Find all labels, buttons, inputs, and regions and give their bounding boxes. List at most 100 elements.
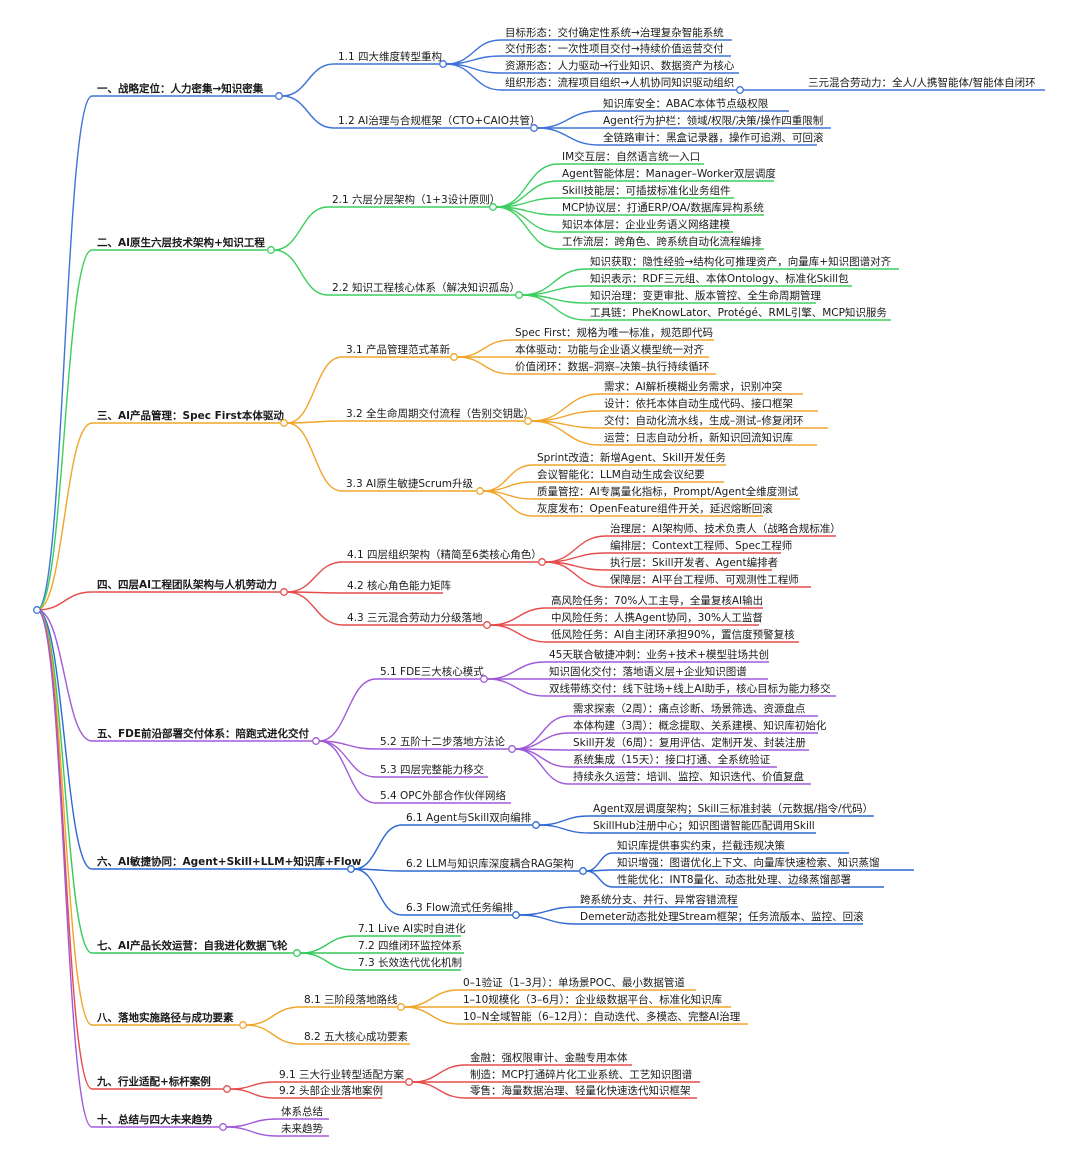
topic-6-2-node-dot[interactable] xyxy=(579,867,587,875)
topic-10-2: 未来趋势 xyxy=(281,1122,323,1135)
link-topic-6-2-to-3 xyxy=(585,870,614,888)
item-1-2-2: Agent行为护栏：领域/权限/决策/操作四重限制 xyxy=(603,114,823,127)
topic-9-1-node-dot[interactable] xyxy=(405,1078,413,1086)
topic-2-2-node-dot[interactable] xyxy=(515,291,523,299)
section-1-node-dot[interactable] xyxy=(275,92,283,100)
link-topic-3-2-to-1 xyxy=(530,393,601,422)
topic-3-2-node-dot[interactable] xyxy=(524,417,532,425)
link-section-5-to-4 xyxy=(318,740,377,804)
item-6-2-2: 知识增强：图谱优化上下文、向量库快速检索、知识蒸馏 xyxy=(617,856,880,869)
link-topic-3-2-to-4 xyxy=(530,420,601,446)
topic-5-1: 5.1 FDE三大核心模式 xyxy=(380,665,484,678)
item-2-1-2: Agent智能体层：Manager–Worker双层调度 xyxy=(562,167,776,180)
topic-6-2: 6.2 LLM与知识库深度耦合RAG架构 xyxy=(406,857,574,870)
section-3-node-dot[interactable] xyxy=(280,419,288,427)
topic-1-1-node-dot[interactable] xyxy=(439,60,447,68)
item-3-3-2: 会议智能化：LLM自动生成会议纪要 xyxy=(537,468,705,481)
section-5-node-dot[interactable] xyxy=(312,737,320,745)
section-2-node-dot[interactable] xyxy=(267,246,275,254)
link-topic-1-2-to-3 xyxy=(536,127,600,146)
topic-3-1-node-dot[interactable] xyxy=(450,353,458,361)
section-9-node-dot[interactable] xyxy=(223,1085,231,1093)
topic-8-1-node-dot[interactable] xyxy=(397,1003,405,1011)
topic-1-2: 1.2 AI治理与合规框架（CTO+CAIO共管） xyxy=(338,114,541,127)
item-5-2-4: 系统集成（15天）：接口打通、全系统验证 xyxy=(573,753,771,766)
section-7-title: 七、AI产品长效运营：自我进化数据飞轮 xyxy=(97,939,288,952)
item-3-3-1: Sprint改造：新增Agent、Skill开发任务 xyxy=(537,451,726,464)
link-section-10-to-2 xyxy=(225,1126,278,1137)
link-topic-6-1-to-2 xyxy=(538,824,590,834)
item-8-1-1: 0–1验证（1–3月）：单场景POC、最小数据管道 xyxy=(463,976,685,989)
item-5-1-2: 知识固化交付：落地语义层+企业知识图谱 xyxy=(549,665,747,678)
item-6-3-2: Demeter动态批处理Stream框架；任务流版本、监控、回滚 xyxy=(580,910,864,923)
topic-4-1: 4.1 四层组织架构（精简至6类核心角色） xyxy=(347,548,542,561)
item-5-2-3: Skill开发（6周）：复用评估、定制开发、封装注册 xyxy=(573,736,806,749)
link-root-to-section-4 xyxy=(36,591,93,611)
link-section-7-to-3 xyxy=(299,952,355,971)
item-2-2-2: 知识表示：RDF三元组、本体Ontology、标准化Skill包 xyxy=(590,272,849,285)
topic-1-2-node-dot[interactable] xyxy=(530,124,538,132)
link-section-7-to-1 xyxy=(299,935,355,954)
item-1-2-3: 全链路审计：黑盒记录器，操作可追溯、可回滚 xyxy=(603,131,824,144)
item-6-2-3: 性能优化：INT8量化、动态批处理、边缘蒸馏部署 xyxy=(617,873,851,886)
item-3-2-2: 设计：依托本体自动生成代码、接口框架 xyxy=(604,397,793,410)
section-6-node-dot[interactable] xyxy=(347,865,355,873)
item-5-1-3: 双线带练交付：线下驻场+线上AI助手，核心目标为能力移交 xyxy=(549,682,831,695)
link-topic-3-1-to-3 xyxy=(456,356,512,375)
topic-2-2: 2.2 知识工程核心体系（解决知识孤岛） xyxy=(332,281,520,294)
link-section-8-to-2 xyxy=(245,1024,301,1045)
topic-6-1-node-dot[interactable] xyxy=(532,821,540,829)
link-topic-1-2-to-1 xyxy=(536,110,600,129)
topic-6-3-node-dot[interactable] xyxy=(512,911,520,919)
item-6-1-1: Agent双层调度架构；Skill三标准封装（元数据/指令/代码） xyxy=(593,802,873,815)
topic-10-1: 体系总结 xyxy=(281,1105,323,1118)
topic-5-4: 5.4 OPC外部合作伙伴网络 xyxy=(380,789,506,802)
section-7-node-dot[interactable] xyxy=(293,949,301,957)
link-topic-4-3-to-3 xyxy=(489,624,548,643)
item-4-3-3: 低风险任务：AI自主闭环承担90%，置信度预警复核 xyxy=(551,628,795,641)
item-8-1-2: 1–10规模化（3–6月）：企业级数据平台、标准化知识库 xyxy=(463,993,722,1006)
link-section-4-to-3 xyxy=(286,591,344,626)
section-10-node-dot[interactable] xyxy=(219,1123,227,1131)
section-3-title: 三、AI产品管理：Spec First本体驱动 xyxy=(97,409,284,422)
link-section-6-to-1 xyxy=(353,824,403,870)
item-3-2-4: 运营：日志自动分析，新知识回流知识库 xyxy=(604,431,793,444)
link-section-3-to-1 xyxy=(286,356,343,424)
link-topic-1-1-to-4 xyxy=(445,63,502,91)
link-section-1-to-2 xyxy=(281,95,335,129)
link-section-3-to-3 xyxy=(286,422,343,492)
link-topic-3-3-to-4 xyxy=(482,490,534,517)
link-topic-6-3-to-2 xyxy=(518,914,577,925)
link-section-10-to-1 xyxy=(225,1118,278,1128)
link-topic-3-1-to-1 xyxy=(456,339,512,358)
item-2-2-4: 工具链：PheKnowLator、Protégé、RML引擎、MCP知识服务 xyxy=(590,306,887,319)
item-3-1-3: 价值闭环：数据–洞察–决策–执行持续循环 xyxy=(515,360,709,373)
topic-6-3: 6.3 Flow流式任务编排 xyxy=(406,901,514,914)
topic-4-1-node-dot[interactable] xyxy=(538,558,546,566)
link-section-4-to-1 xyxy=(286,561,344,593)
section-1-title: 一、战略定位：人力密集→知识密集 xyxy=(97,82,264,95)
topic-3-3-node-dot[interactable] xyxy=(476,487,484,495)
link-topic-8-1-to-3 xyxy=(403,1006,460,1025)
item-9-1-1: 金融：强权限审计、金融专用本体 xyxy=(470,1051,628,1064)
link-topic-8-1-to-1 xyxy=(403,989,460,1008)
link-section-1-to-1 xyxy=(281,63,335,97)
topic-7-1: 7.1 Live AI实时自进化 xyxy=(358,922,466,935)
item-1-1-4-node-dot[interactable] xyxy=(736,86,744,94)
item-5-2-2: 本体构建（3周）：概念提取、关系建模、知识库初始化 xyxy=(573,719,827,732)
link-topic-9-1-to-3 xyxy=(411,1081,467,1099)
section-8-node-dot[interactable] xyxy=(239,1021,247,1029)
link-section-5-to-1 xyxy=(318,678,377,742)
topic-4-2: 4.2 核心角色能力矩阵 xyxy=(347,579,452,592)
item-3-2-1: 需求：AI解析模糊业务需求，识别冲突 xyxy=(604,380,783,393)
section-4-node-dot[interactable] xyxy=(280,588,288,596)
topic-5-2-node-dot[interactable] xyxy=(508,745,516,753)
topic-2-1-node-dot[interactable] xyxy=(489,203,497,211)
topic-5-1-node-dot[interactable] xyxy=(480,675,488,683)
root-node-dot[interactable] xyxy=(33,606,41,614)
topic-9-2: 9.2 头部企业落地案例 xyxy=(279,1084,383,1097)
link-topic-6-1-to-1 xyxy=(538,815,590,826)
item-2-1-4: MCP协议层：打通ERP/OA/数据库异构系统 xyxy=(562,201,764,214)
topic-4-3-node-dot[interactable] xyxy=(483,621,491,629)
section-6-title: 六、AI敏捷协同：Agent+Skill+LLM+知识库+Flow xyxy=(97,855,362,868)
